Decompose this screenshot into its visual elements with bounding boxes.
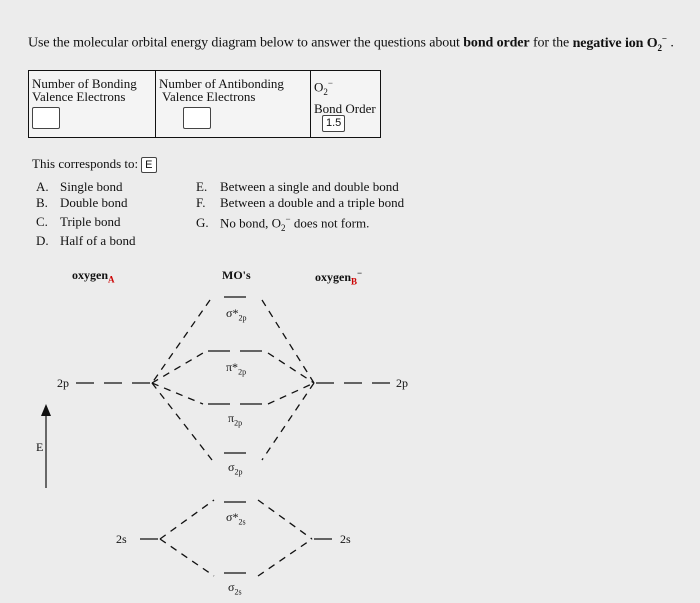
question-text: Use the molecular orbital energy diagram…	[28, 33, 674, 53]
bond-order-table: Number of Bonding Valence Electrons Numb…	[28, 70, 381, 138]
antibonding-cell: Number of Antibonding Valence Electrons	[155, 70, 311, 138]
oxygen-a-label: oxygenA	[72, 268, 115, 285]
left-2p-label: 2p	[57, 376, 69, 390]
bonding-count-input[interactable]	[32, 107, 60, 129]
option-b: B.Double bond	[36, 195, 128, 210]
corr-left-pistar	[151, 352, 204, 384]
sigma-2s-label: σ2s	[228, 580, 242, 597]
bond-order-cell: O2− Bond Order 1.5	[310, 70, 381, 138]
corr-right-pistar	[267, 352, 315, 384]
option-f: F.Between a double and a triple bond	[196, 195, 405, 210]
corr-right-sigmastar-2s	[257, 499, 313, 540]
left-2s-label: 2s	[116, 532, 127, 546]
energy-label: E	[36, 440, 44, 454]
corr-right-pi	[267, 382, 315, 405]
corr-right-sigmastar	[261, 299, 315, 384]
corr-left-sigmastar	[151, 299, 211, 384]
sigma-star-2p-label: σ*2p	[226, 306, 247, 323]
corr-right-sigma-2s	[257, 538, 313, 577]
sigma-star-2s-label: σ*2s	[226, 510, 246, 527]
pi-star-2p-label: π*2p	[226, 360, 247, 377]
sigma-2p-label: σ2p	[228, 460, 243, 477]
corr-left-sigma-2s	[159, 538, 215, 577]
corr-left-pi	[151, 382, 204, 405]
bond-order-input[interactable]: 1.5	[322, 114, 346, 132]
corr-left-sigmastar-2s	[159, 499, 215, 540]
corresponds-line: This corresponds to:E	[32, 156, 157, 173]
right-2p-label: 2p	[396, 376, 408, 390]
option-e: E.Between a single and double bond	[196, 179, 399, 194]
right-2s-label: 2s	[340, 532, 351, 546]
mos-label: MO's	[222, 268, 251, 282]
option-d: D.Half of a bond	[36, 233, 136, 248]
corr-right-sigma	[261, 382, 315, 461]
pi-2p-label: π2p	[228, 411, 243, 428]
option-c: C.Triple bond	[36, 214, 121, 229]
option-g: G.No bond, O2− does not form.	[196, 214, 370, 233]
energy-arrow	[41, 404, 51, 488]
oxygen-b-label: oxygenB−	[315, 268, 363, 287]
corr-left-sigma	[151, 382, 213, 461]
antibonding-count-input[interactable]	[183, 107, 211, 129]
option-a: A.Single bond	[36, 179, 123, 194]
answer-input[interactable]: E	[141, 157, 157, 173]
